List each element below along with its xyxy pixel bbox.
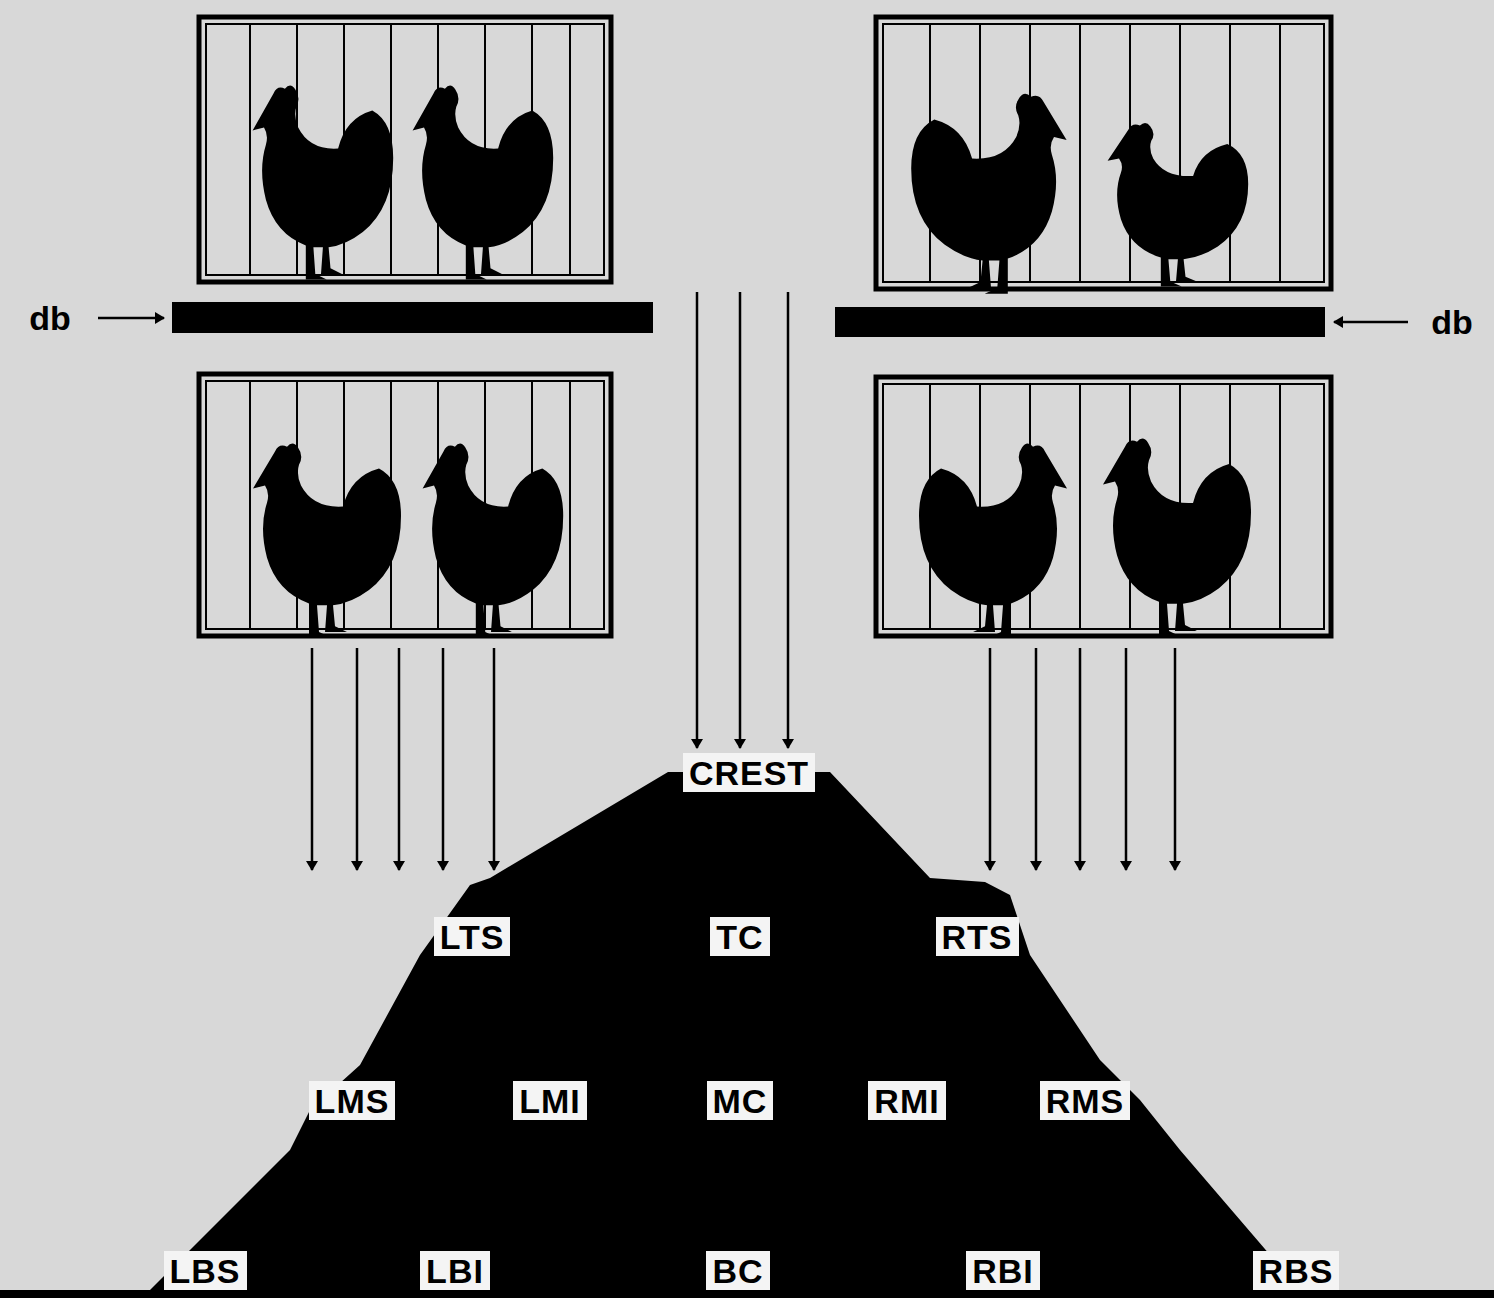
board-label: db — [1431, 305, 1473, 339]
region-label: LMS — [309, 1081, 396, 1120]
region-label: MC — [707, 1081, 774, 1120]
region-label: LBS — [164, 1251, 247, 1290]
region-label: RBI — [966, 1251, 1040, 1290]
region-label: TC — [710, 917, 769, 956]
arrows — [98, 292, 1408, 870]
mountain-shape — [0, 772, 1494, 1298]
region-label: RBS — [1253, 1251, 1340, 1290]
board-label: db — [29, 301, 71, 335]
region-label: CREST — [683, 753, 815, 792]
region-label: RMS — [1040, 1081, 1131, 1120]
region-label: RMI — [868, 1081, 945, 1120]
hens — [253, 86, 1251, 638]
region-label: LBI — [420, 1251, 490, 1290]
region-label: LMI — [513, 1081, 587, 1120]
cage — [199, 17, 611, 282]
region-label: BC — [706, 1251, 769, 1290]
region-label: RTS — [936, 917, 1019, 956]
dividing-boards — [172, 302, 1325, 337]
region-label: LTS — [434, 917, 511, 956]
